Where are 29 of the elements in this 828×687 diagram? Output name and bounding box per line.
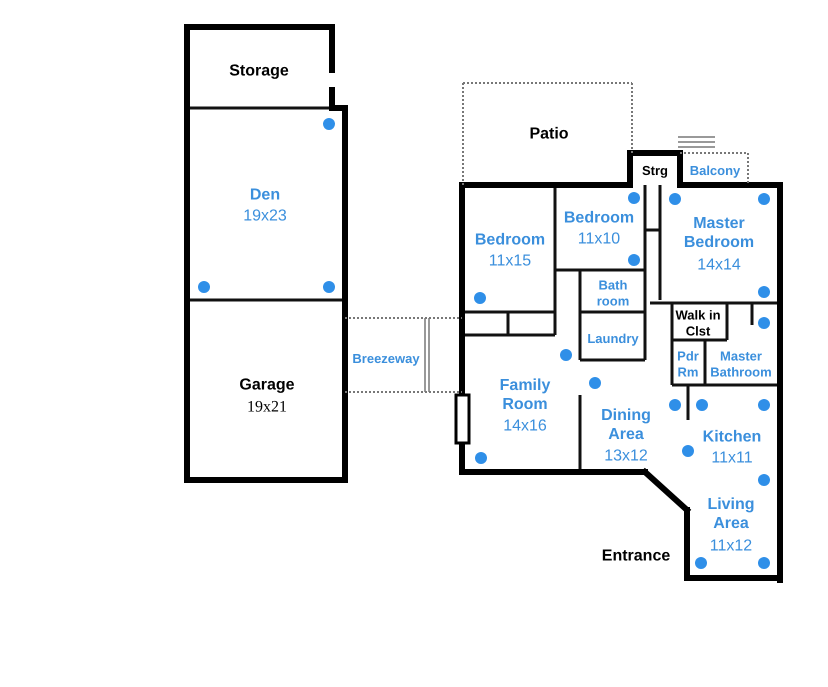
room-label: Balcony bbox=[688, 163, 742, 179]
room-dimensions: 11x10 bbox=[576, 229, 622, 249]
room-label: Den bbox=[248, 185, 282, 205]
room-dimensions: 13x12 bbox=[603, 446, 649, 466]
room-label: Bath room bbox=[596, 277, 630, 309]
room-dimensions: 11x12 bbox=[708, 536, 754, 556]
room-label: Kitchen bbox=[702, 427, 762, 447]
room-dimensions: 14x14 bbox=[696, 255, 742, 275]
room-label: Breezeway bbox=[351, 351, 421, 367]
room-label: Strg bbox=[641, 163, 669, 179]
room-dimensions: 11x11 bbox=[710, 448, 754, 468]
room-label: Master Bedroom bbox=[682, 214, 756, 252]
room-dimensions: 14x16 bbox=[502, 416, 548, 436]
room-label: Pdr Rm bbox=[676, 348, 700, 380]
room-label: Laundry bbox=[586, 331, 640, 347]
room-dimensions: 11x15 bbox=[488, 251, 532, 271]
room-label: Patio bbox=[528, 124, 570, 144]
room-label: Dining Area bbox=[600, 406, 652, 444]
room-dimensions: 19x23 bbox=[242, 206, 288, 226]
room-label: Living Area bbox=[706, 494, 756, 534]
room-label: Bedroom bbox=[562, 208, 636, 228]
room-label: Storage bbox=[228, 61, 290, 81]
room-label: Walk in Clst bbox=[674, 307, 722, 339]
room-dimensions: 19x21 bbox=[246, 397, 288, 417]
room-label: Master Bathroom bbox=[709, 348, 773, 380]
room-label: Entrance bbox=[600, 546, 672, 566]
room-label: Garage bbox=[238, 375, 296, 395]
room-label: Family Room bbox=[498, 376, 552, 414]
room-label: Bedroom bbox=[474, 230, 546, 250]
